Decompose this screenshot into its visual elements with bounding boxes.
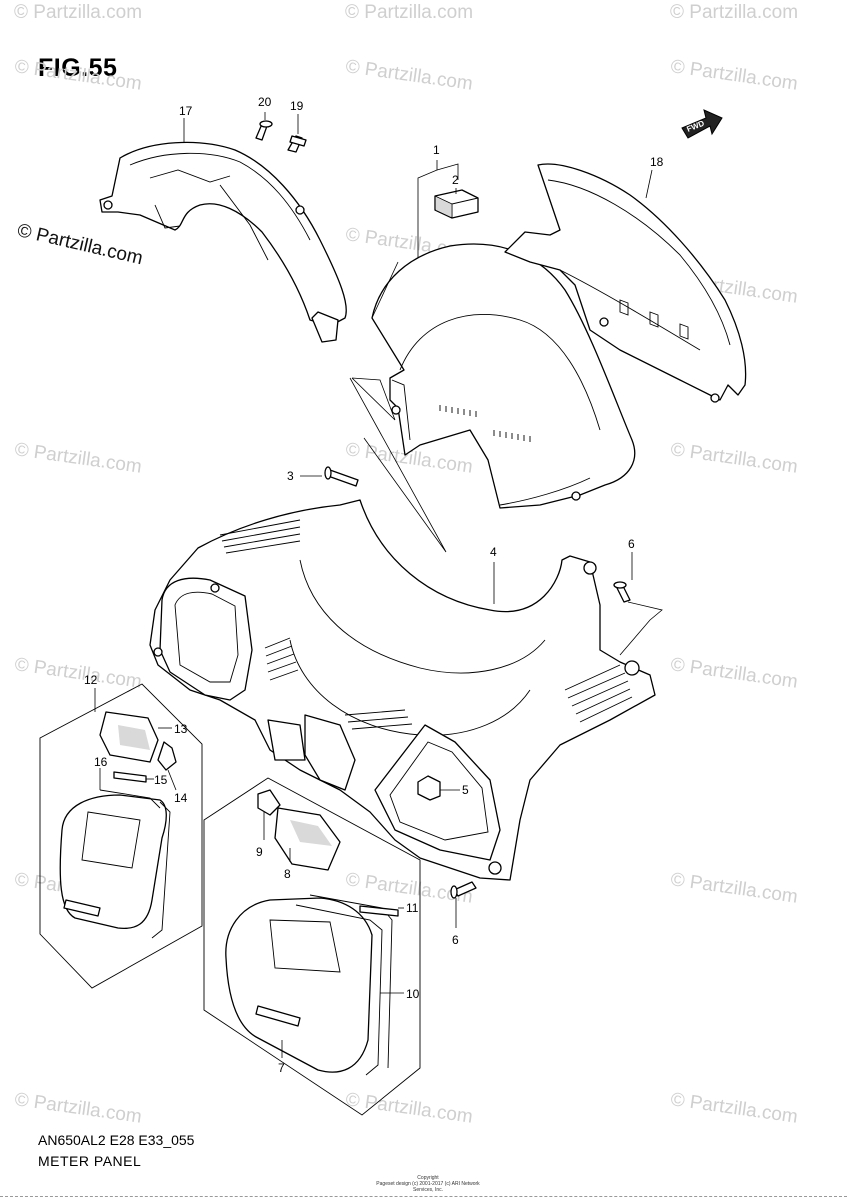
- section-title: METER PANEL: [38, 1153, 142, 1169]
- callout-16: 16: [94, 755, 108, 769]
- callout-7: 7: [278, 1061, 285, 1075]
- part-17-inner-cover[interactable]: [99, 141, 347, 343]
- leader-lines: [183, 118, 653, 604]
- front-panel-vents: [219, 519, 633, 730]
- callout-11: 11: [406, 901, 419, 915]
- watermark: © Partzilla.com: [344, 1089, 474, 1128]
- watermark: © Partzilla.com: [13, 1089, 143, 1128]
- part-2-pad[interactable]: [434, 189, 479, 219]
- callout-1: 1: [433, 143, 440, 157]
- part-4-front-panel[interactable]: [149, 499, 656, 881]
- watermark: © Partzilla.com: [13, 439, 143, 478]
- leaders-upper: [349, 261, 447, 553]
- watermark: © Partzilla.com: [669, 439, 799, 478]
- watermark: © Partzilla.com: [669, 56, 799, 95]
- watermark: © Partzilla.com: [13, 654, 143, 693]
- watermark: © Partzilla.com: [669, 654, 799, 693]
- part-6-screw-upper[interactable]: [613, 552, 663, 656]
- part-18-side-cover[interactable]: [504, 163, 747, 403]
- callout-labels: 17 20 19 1 2 18 3 4 6 5 6 12 13 15 14 16…: [84, 95, 664, 1075]
- callout-5: 5: [462, 783, 469, 797]
- watermark: © Partzilla.com: [669, 869, 799, 908]
- callout-14: 14: [174, 791, 188, 805]
- part-3-screw[interactable]: [300, 466, 359, 487]
- part-20-screw[interactable]: [255, 112, 273, 141]
- callout-12: 12: [84, 673, 98, 687]
- figure-title: FIG.55: [38, 54, 118, 82]
- copyright-notice: Copyright Pageset design (c) 2001-2017 (…: [368, 1175, 488, 1193]
- watermark: © Partzilla.com: [345, 2, 473, 23]
- part-19-clip[interactable]: [287, 114, 307, 153]
- callout-17: 17: [179, 104, 193, 118]
- callout-18: 18: [650, 155, 664, 169]
- meter-vent-slots: [439, 405, 531, 442]
- part-5-clip[interactable]: [417, 775, 460, 801]
- callout-19: 19: [290, 99, 304, 113]
- callout-9: 9: [256, 845, 263, 859]
- part-1-meter-cover[interactable]: [371, 243, 636, 509]
- callout-20: 20: [258, 95, 272, 109]
- callout-10: 10: [406, 987, 420, 1001]
- callout-6-lower: 6: [452, 933, 459, 947]
- watermark: © Partzilla.com: [344, 56, 474, 95]
- callout-4: 4: [490, 545, 497, 559]
- watermark: © Partzilla.com: [670, 2, 798, 23]
- callout-13: 13: [174, 722, 188, 736]
- forward-arrow-icon: FWD: [681, 109, 723, 139]
- bottom-divider: [0, 1196, 847, 1197]
- part-6-screw-lower[interactable]: [450, 881, 477, 928]
- watermark: © Partzilla.com: [669, 1089, 799, 1128]
- group-12-lid-assembly[interactable]: [39, 683, 203, 989]
- part-1-bracket: [417, 160, 459, 258]
- model-code: AN650AL2 E28 E33_055: [38, 1132, 195, 1148]
- callout-6-upper: 6: [628, 537, 635, 551]
- callout-8: 8: [284, 867, 291, 881]
- callout-15: 15: [154, 773, 168, 787]
- callout-2: 2: [452, 173, 459, 187]
- group-7-lid-assembly[interactable]: [203, 777, 421, 1116]
- copyright-line: Pageset design (c) 2001-2017 (c) ARI Net…: [376, 1181, 480, 1193]
- callout-3: 3: [287, 469, 294, 483]
- watermark: © Partzilla.com: [14, 2, 142, 23]
- copyright-line: Copyright: [417, 1175, 439, 1181]
- watermark: © Partzilla.com: [13, 56, 143, 95]
